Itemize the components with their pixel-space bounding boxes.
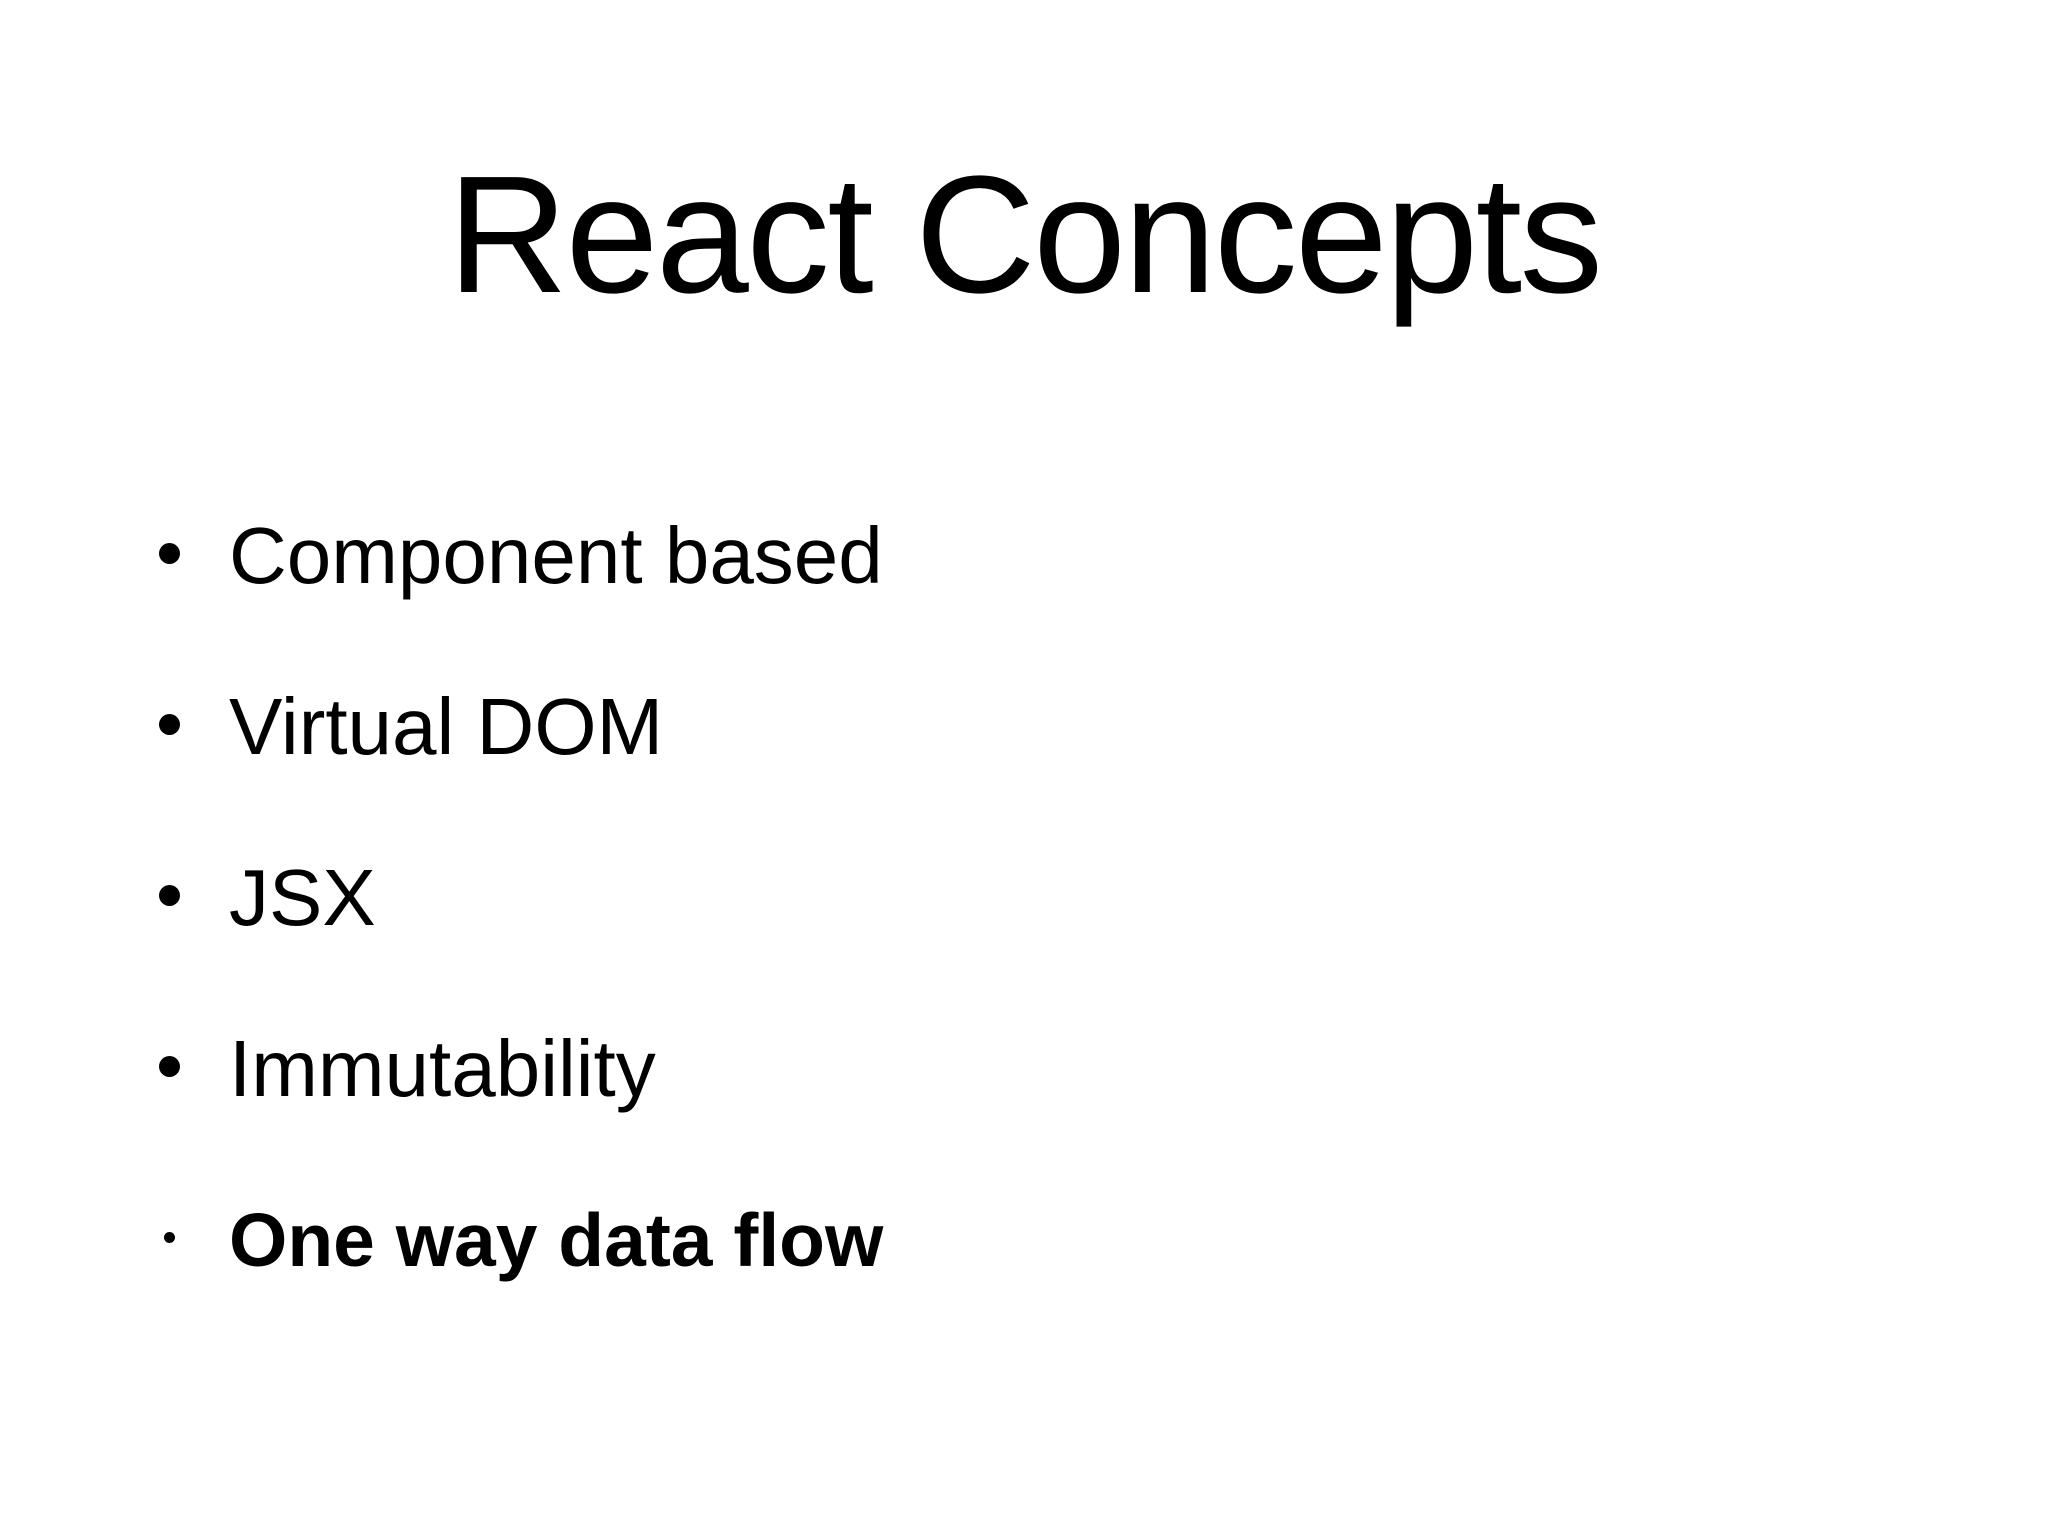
list-item-label: Virtual DOM [229, 682, 664, 771]
list-item-label: JSX [229, 853, 376, 942]
list-item: One way data flow [159, 1192, 1948, 1288]
bullet-list: Component based Virtual DOM JSX Immutabi… [159, 508, 1948, 1363]
bullet-dot-icon [159, 542, 180, 564]
bullet-dot-icon [159, 713, 180, 735]
list-item: Immutability [159, 1021, 1948, 1117]
bullet-dot-icon [164, 1231, 175, 1243]
list-item: Component based [159, 508, 1948, 604]
list-item: JSX [159, 850, 1948, 946]
list-item-label: Immutability [229, 1024, 656, 1113]
list-item-label: One way data flow [229, 1198, 884, 1282]
slide-title: React Concepts [447, 142, 1603, 328]
list-item-label: Component based [229, 511, 883, 600]
bullet-dot-icon [159, 1055, 180, 1077]
list-item: Virtual DOM [159, 679, 1948, 775]
bullet-dot-icon [159, 884, 180, 906]
